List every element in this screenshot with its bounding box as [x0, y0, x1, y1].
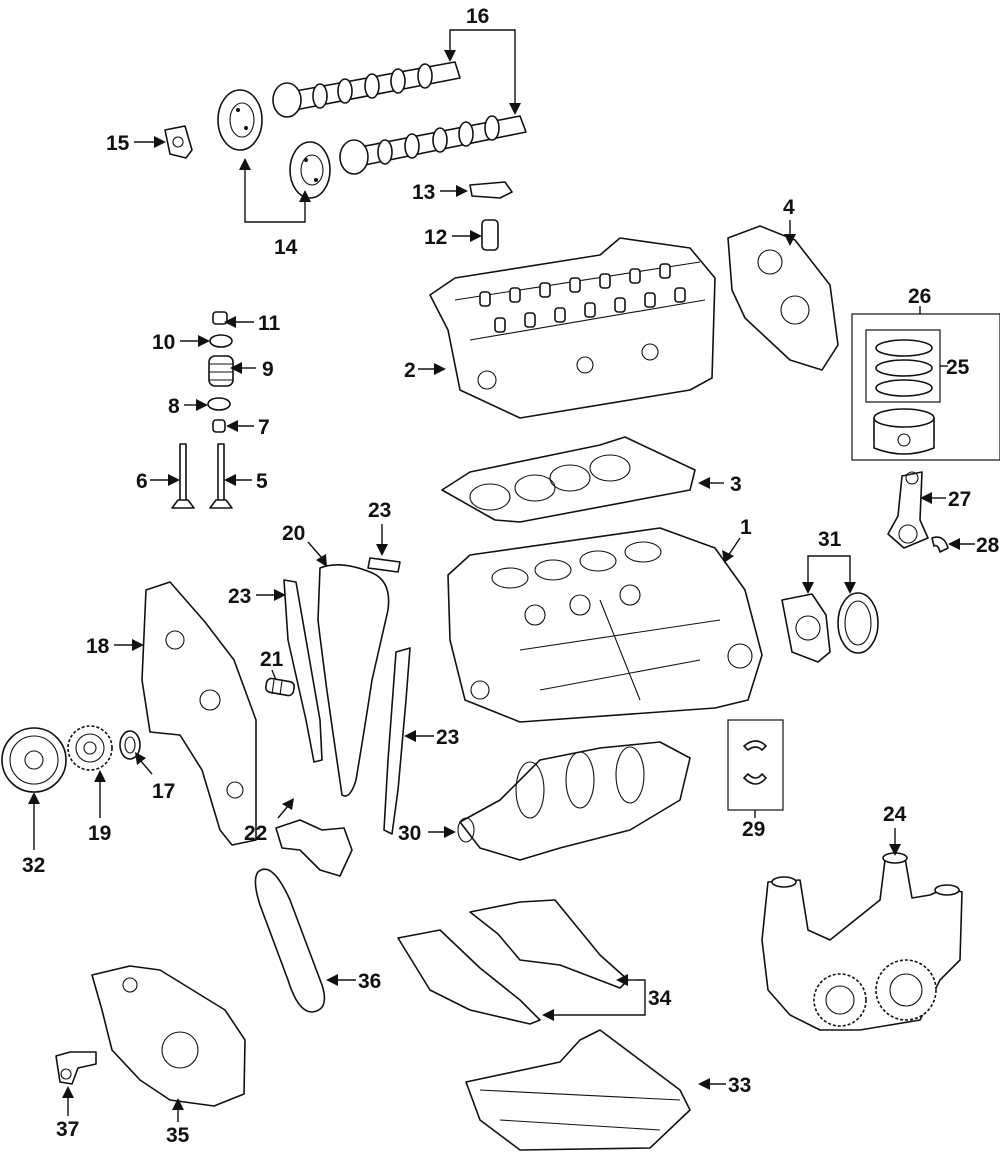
callout-3[interactable]: 3 [730, 473, 742, 496]
rocker-arm[interactable] [469, 181, 513, 199]
callout-37[interactable]: 37 [56, 1118, 79, 1141]
chain-guide-left[interactable] [283, 579, 323, 763]
timing-chain[interactable] [317, 564, 390, 797]
callout-9[interactable]: 9 [262, 358, 274, 381]
callout-2[interactable]: 2 [404, 359, 416, 382]
camshaft-lower[interactable] [339, 115, 527, 175]
callout-12[interactable]: 12 [424, 226, 447, 249]
callout-32[interactable]: 32 [22, 854, 45, 877]
oil-pump[interactable] [91, 965, 246, 1107]
callout-33[interactable]: 33 [728, 1074, 751, 1097]
cylinder-head[interactable] [429, 237, 716, 419]
callout-16[interactable]: 16 [466, 5, 489, 28]
callout-19[interactable]: 19 [88, 822, 111, 845]
valve-spring-retainer[interactable] [209, 334, 233, 348]
callout-14[interactable]: 14 [274, 236, 298, 259]
cylinder-head-gasket[interactable] [441, 436, 696, 523]
callout-21[interactable]: 21 [260, 648, 284, 671]
rear-main-seal[interactable] [837, 592, 879, 654]
callout-28[interactable]: 28 [976, 534, 1000, 557]
balance-shaft-assembly[interactable] [761, 852, 963, 1031]
rear-engine-cover[interactable] [727, 225, 839, 371]
main-bearings[interactable] [743, 740, 767, 785]
callout-23[interactable]: 23 [436, 726, 459, 749]
callout-24[interactable]: 24 [883, 803, 907, 826]
intake-valve[interactable] [209, 443, 233, 509]
lash-adjuster[interactable] [481, 219, 499, 251]
callout-36[interactable]: 36 [358, 970, 381, 993]
callout-25[interactable]: 25 [946, 356, 970, 379]
rear-main-seal-retainer[interactable] [781, 593, 831, 663]
callout-20[interactable]: 20 [282, 522, 305, 545]
callout-22[interactable]: 22 [244, 822, 267, 845]
valve-spring-seat[interactable] [207, 397, 231, 411]
callout-8[interactable]: 8 [168, 395, 180, 418]
camshaft-adjuster-lower[interactable] [289, 141, 331, 199]
valve-spring[interactable] [208, 355, 234, 387]
piston[interactable] [873, 408, 935, 455]
leader-lines [28, 29, 975, 1122]
callout-7[interactable]: 7 [258, 416, 270, 439]
callout-34[interactable]: 34 [648, 987, 672, 1010]
front-timing-cover[interactable] [141, 581, 257, 846]
callout-23[interactable]: 23 [228, 585, 251, 608]
crankshaft-pulley[interactable] [1, 727, 67, 793]
callout-29[interactable]: 29 [742, 818, 765, 841]
callout-31[interactable]: 31 [818, 528, 842, 551]
connecting-rod[interactable] [887, 471, 929, 549]
piston-rings[interactable] [875, 339, 933, 397]
chain-guide-small[interactable] [367, 557, 401, 573]
valve-keeper-top[interactable] [212, 311, 228, 325]
callout-labels: 16 15 13 12 14 4 26 11 10 25 2 9 8 7 6 5… [22, 5, 1000, 1147]
oil-pan-baffle-upper[interactable] [469, 899, 629, 989]
timing-chain-tensioner[interactable] [264, 677, 296, 697]
valve-stem-seal[interactable] [212, 419, 226, 433]
piston-kit-box [851, 313, 1000, 461]
callout-13[interactable]: 13 [412, 181, 435, 204]
callout-6[interactable]: 6 [136, 470, 148, 493]
callout-30[interactable]: 30 [398, 822, 421, 845]
callout-17[interactable]: 17 [152, 780, 175, 803]
callout-1[interactable]: 1 [740, 516, 752, 539]
callout-27[interactable]: 27 [948, 488, 971, 511]
camshaft-cover-part[interactable] [164, 125, 193, 159]
callout-35[interactable]: 35 [166, 1124, 190, 1147]
rod-bearing[interactable] [931, 536, 949, 553]
oil-pan-baffle-lower[interactable] [397, 929, 541, 1025]
camshaft-adjuster-upper[interactable] [217, 89, 263, 151]
oil-pan[interactable] [465, 1029, 691, 1151]
main-bearing-box [727, 719, 784, 811]
callout-5[interactable]: 5 [256, 470, 268, 493]
callout-26[interactable]: 26 [908, 285, 931, 308]
callout-23[interactable]: 23 [368, 499, 391, 522]
callout-10[interactable]: 10 [152, 331, 175, 354]
exhaust-valve[interactable] [171, 443, 195, 509]
callout-4[interactable]: 4 [783, 196, 795, 219]
chain-guide-right[interactable] [383, 647, 411, 835]
callout-18[interactable]: 18 [86, 635, 110, 658]
callout-15[interactable]: 15 [106, 132, 130, 155]
oil-pump-drive[interactable] [275, 819, 353, 877]
drive-belt[interactable] [254, 868, 326, 1013]
crankshaft-sprocket[interactable] [67, 725, 113, 771]
crankshaft[interactable] [457, 741, 691, 861]
engine-block[interactable] [447, 527, 763, 723]
oil-pressure-sensor[interactable] [55, 1051, 97, 1085]
camshaft-upper[interactable] [272, 61, 461, 118]
callout-11[interactable]: 11 [258, 312, 281, 335]
